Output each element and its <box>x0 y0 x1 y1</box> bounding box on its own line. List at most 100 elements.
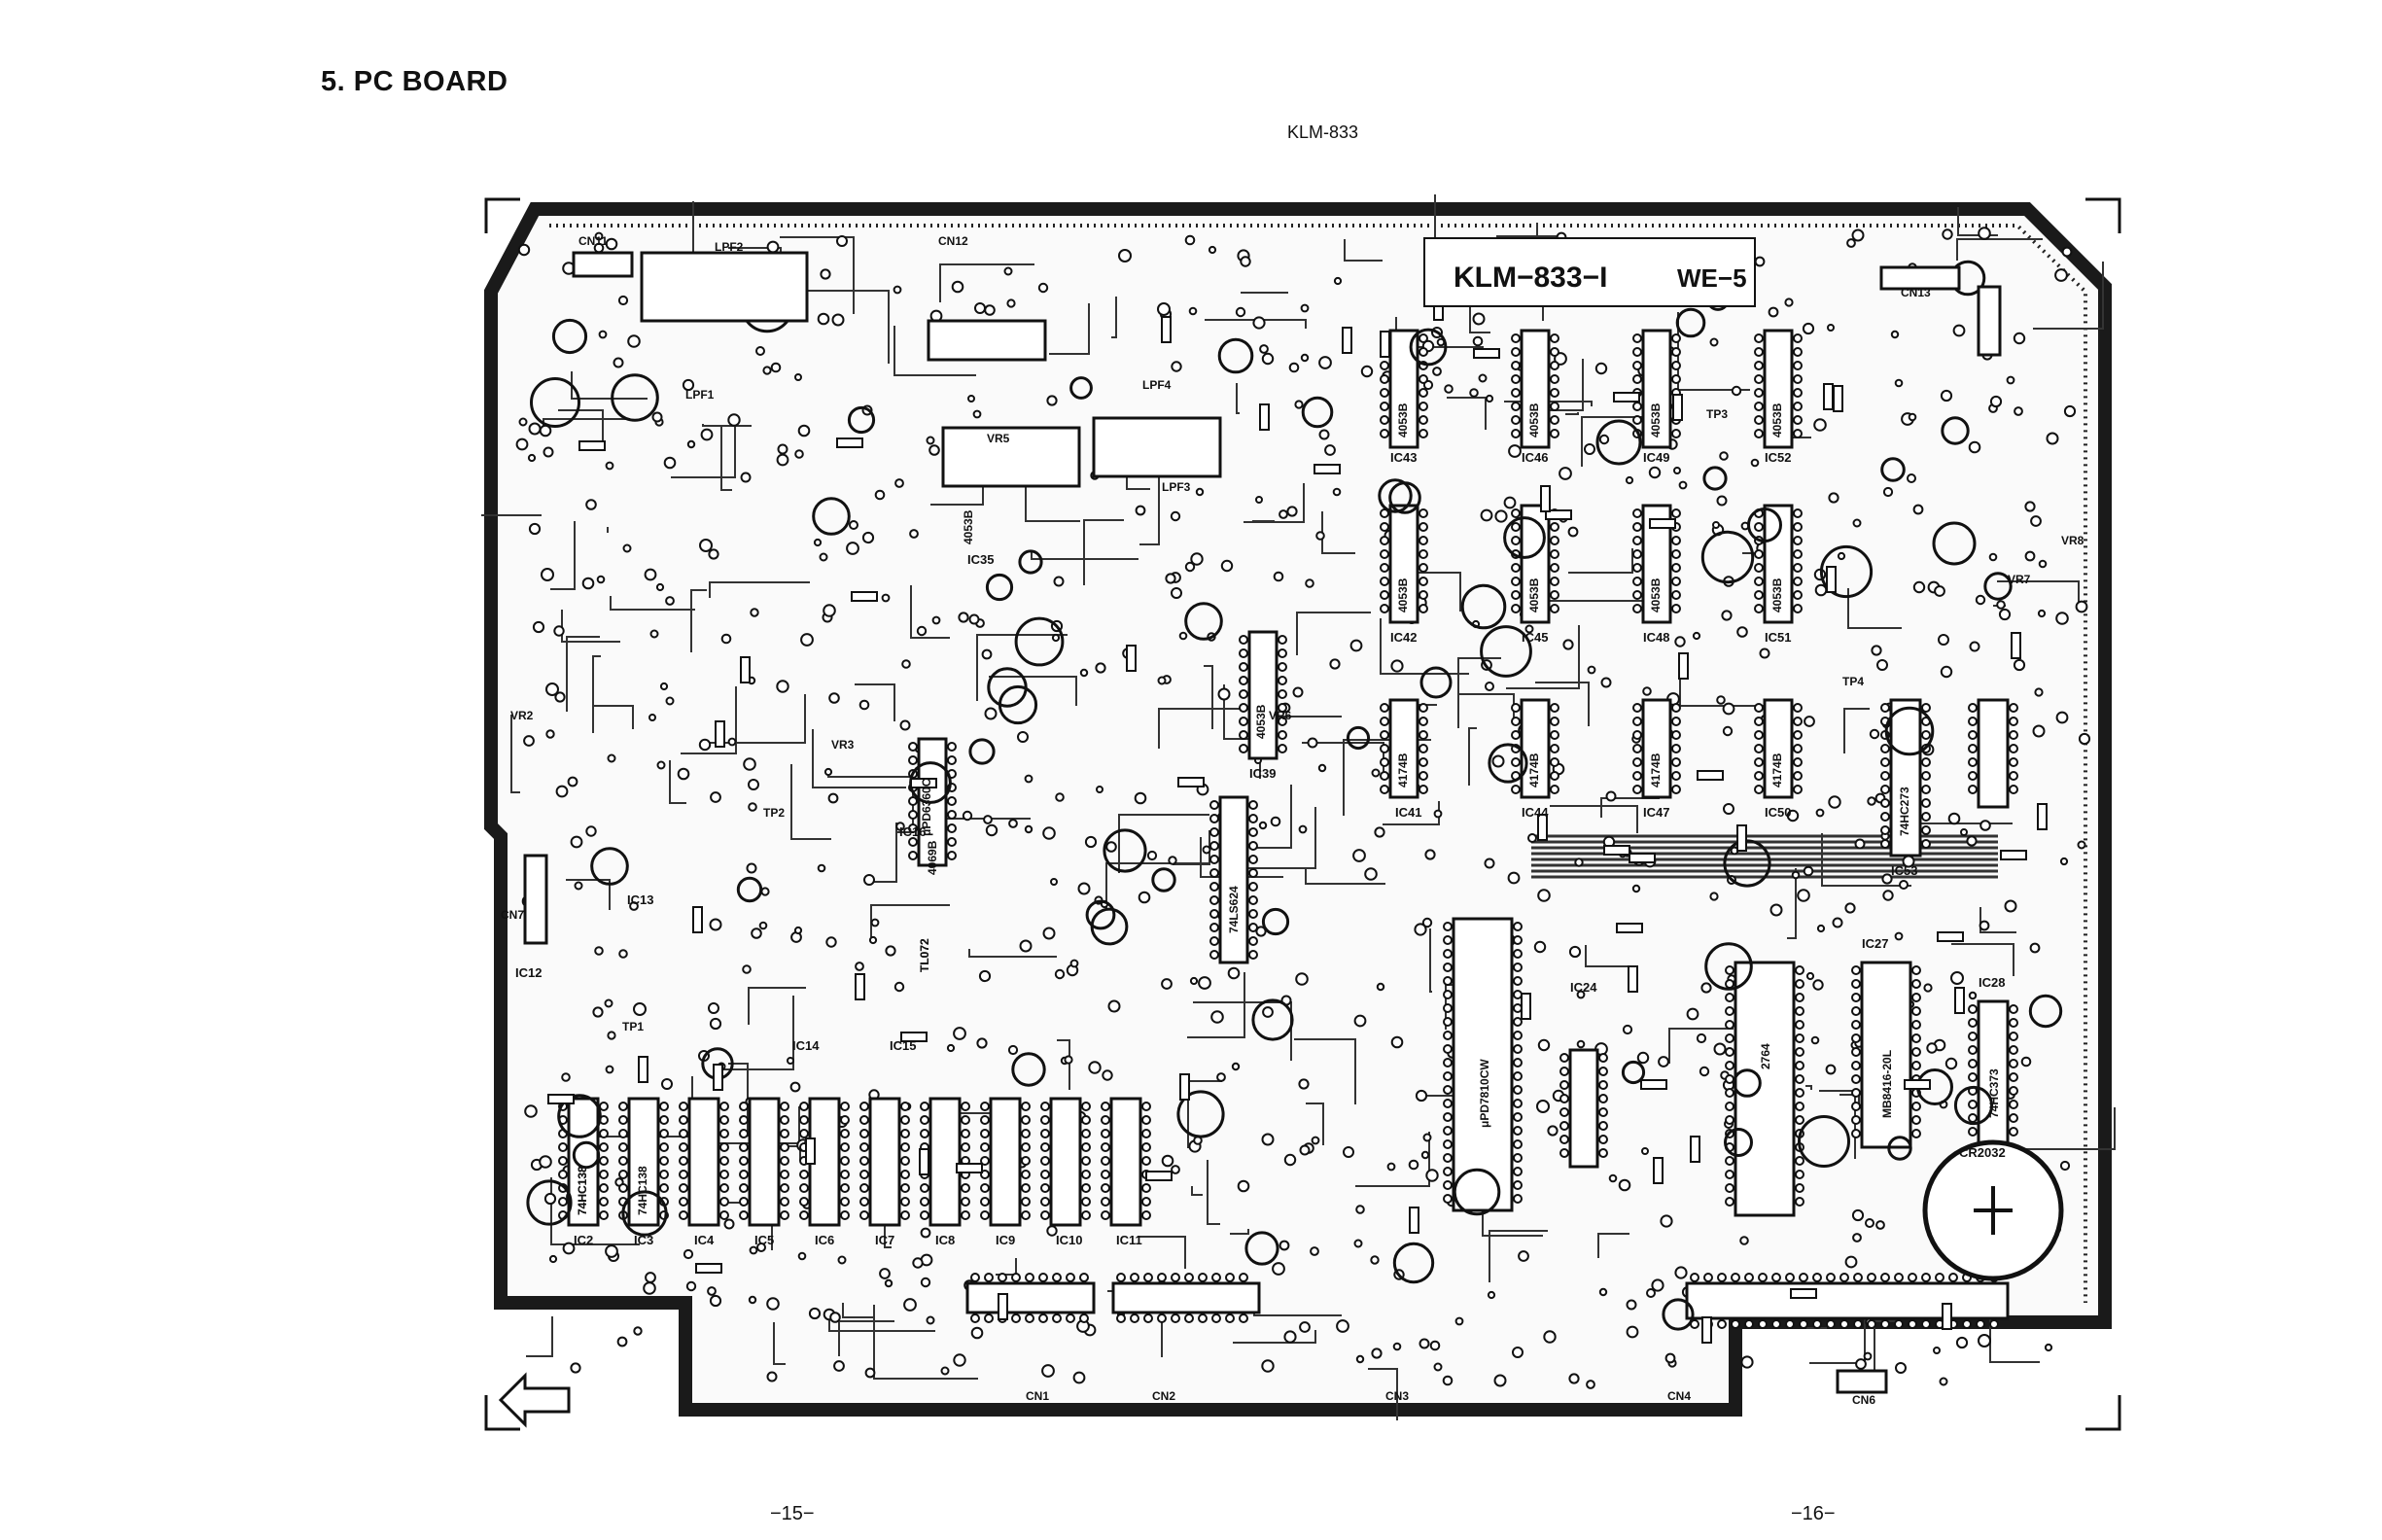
capacitor <box>1069 376 1093 400</box>
capacitor <box>1480 625 1532 678</box>
ic-package <box>799 1097 850 1227</box>
capacitor <box>1662 1298 1695 1331</box>
silkscreen-label: LPF3 <box>1162 480 1191 494</box>
silkscreen-label: VR3 <box>831 738 855 752</box>
capacitor <box>847 405 876 435</box>
ic-part-label: 4053B <box>1770 578 1784 612</box>
capacitor <box>1953 1085 1994 1126</box>
ic-package <box>1209 795 1258 964</box>
connector-label: CN2 <box>1152 1389 1175 1403</box>
ic-package <box>618 1097 669 1227</box>
connector <box>572 251 634 278</box>
ic-ref-label: IC15 <box>890 1038 916 1053</box>
capacitor <box>1251 998 1294 1041</box>
page-number-right: −16− <box>1791 1503 1836 1524</box>
ic-part-label: μPD7810CW <box>1478 1059 1491 1128</box>
ic-package <box>1880 698 1931 858</box>
ic-package <box>1685 1273 2010 1329</box>
ic-ref-label: IC44 <box>1522 805 1549 820</box>
capacitor <box>590 847 629 886</box>
ic-ref-label: IC41 <box>1395 805 1421 820</box>
ic-ref-label: IC46 <box>1522 450 1548 465</box>
capacitor <box>1932 521 1977 566</box>
ic-ref-label: IC7 <box>875 1233 894 1247</box>
ic-package <box>1511 698 1559 799</box>
capacitor <box>572 1140 601 1170</box>
capacitor <box>1346 725 1371 751</box>
ic-part-label: 4174B <box>1527 752 1541 788</box>
silkscreen-label: TP3 <box>1706 407 1728 421</box>
capacitor <box>1887 1136 1912 1161</box>
ic-part-label: 74HC138 <box>576 1166 589 1215</box>
silkscreen-label: LPF4 <box>1142 378 1172 392</box>
ic-package <box>1632 698 1681 799</box>
capacitor <box>1244 1231 1279 1266</box>
silkscreen-label: LPF1 <box>685 388 715 402</box>
capacitor <box>1217 337 1254 374</box>
capacitor <box>1675 307 1706 338</box>
capacitor <box>611 373 659 422</box>
capacitor <box>557 1094 602 1138</box>
capacitor <box>1419 666 1453 699</box>
ic-package <box>1443 917 1523 1212</box>
connector-label: CN6 <box>1852 1393 1875 1407</box>
capacitor <box>736 876 763 903</box>
capacitor <box>551 318 588 355</box>
ic-package <box>1380 329 1428 449</box>
silkscreen-label: TP2 <box>763 806 785 820</box>
ic-package <box>965 1273 1096 1323</box>
ic-part-label: 2764 <box>1759 1043 1772 1069</box>
ic-package <box>1968 698 2018 809</box>
ic-part-label: 74HC273 <box>1898 787 1911 836</box>
ic-ref-label: IC13 <box>627 892 653 907</box>
ic-ref-label: IC52 <box>1765 450 1791 465</box>
model-label: KLM-833 <box>1287 122 1359 142</box>
section-title: 5. PC BOARD <box>321 66 508 97</box>
capacitor <box>985 573 1014 602</box>
ic-ref-label: IC43 <box>1390 450 1417 465</box>
ic-package <box>1632 329 1681 449</box>
silkscreen-label: TP4 <box>1842 675 1864 688</box>
connector-label: CN13 <box>1901 286 1931 299</box>
connector-label: CN1 <box>1026 1389 1049 1403</box>
ic-ref-label: IC39 <box>1249 766 1276 781</box>
ic-part-label: 4053B <box>1396 578 1410 612</box>
page-number-left: −15− <box>770 1503 815 1524</box>
capacitor <box>1880 457 1906 482</box>
capacitor <box>812 497 851 536</box>
capacitor <box>1011 1052 1046 1087</box>
capacitor <box>1747 508 1782 542</box>
ic-package <box>859 1097 910 1227</box>
filter-module <box>927 319 1047 362</box>
ic-package <box>1559 1048 1608 1169</box>
capacitor <box>998 684 1038 725</box>
capacitor <box>1621 1060 1646 1085</box>
ic-ref-label: IC9 <box>996 1233 1015 1247</box>
connector <box>1879 265 1961 291</box>
orientation-arrow <box>498 1372 571 1428</box>
silkscreen-label: VR7 <box>2008 573 2031 586</box>
ic-ref-label: IC48 <box>1643 630 1669 645</box>
capacitor <box>1301 396 1334 429</box>
connector <box>1977 285 2002 357</box>
ic-package <box>1754 329 1803 449</box>
capacitor <box>1103 828 1147 873</box>
capacitor <box>530 377 580 428</box>
board-variant-label: WE−5 <box>1677 263 1747 293</box>
capacitor <box>968 738 996 765</box>
capacitor <box>1460 583 1507 630</box>
ic-part-label: 4053B <box>1396 402 1410 438</box>
silkscreen-label: VR8 <box>2061 534 2084 547</box>
ic-part-label: 4174B <box>1770 752 1784 788</box>
ic-package <box>1111 1273 1261 1323</box>
ic-package <box>1380 504 1428 624</box>
ic-package <box>1380 698 1428 799</box>
ic-package <box>1754 504 1803 624</box>
ic-ref-label: IC2 <box>574 1233 593 1247</box>
capacitor <box>1453 1168 1501 1216</box>
capacitor <box>1409 328 1448 367</box>
capacitor <box>1014 616 1065 667</box>
battery-label: CR2032 <box>1959 1145 2006 1160</box>
ic-part-label: 74HC373 <box>1987 1068 2001 1118</box>
